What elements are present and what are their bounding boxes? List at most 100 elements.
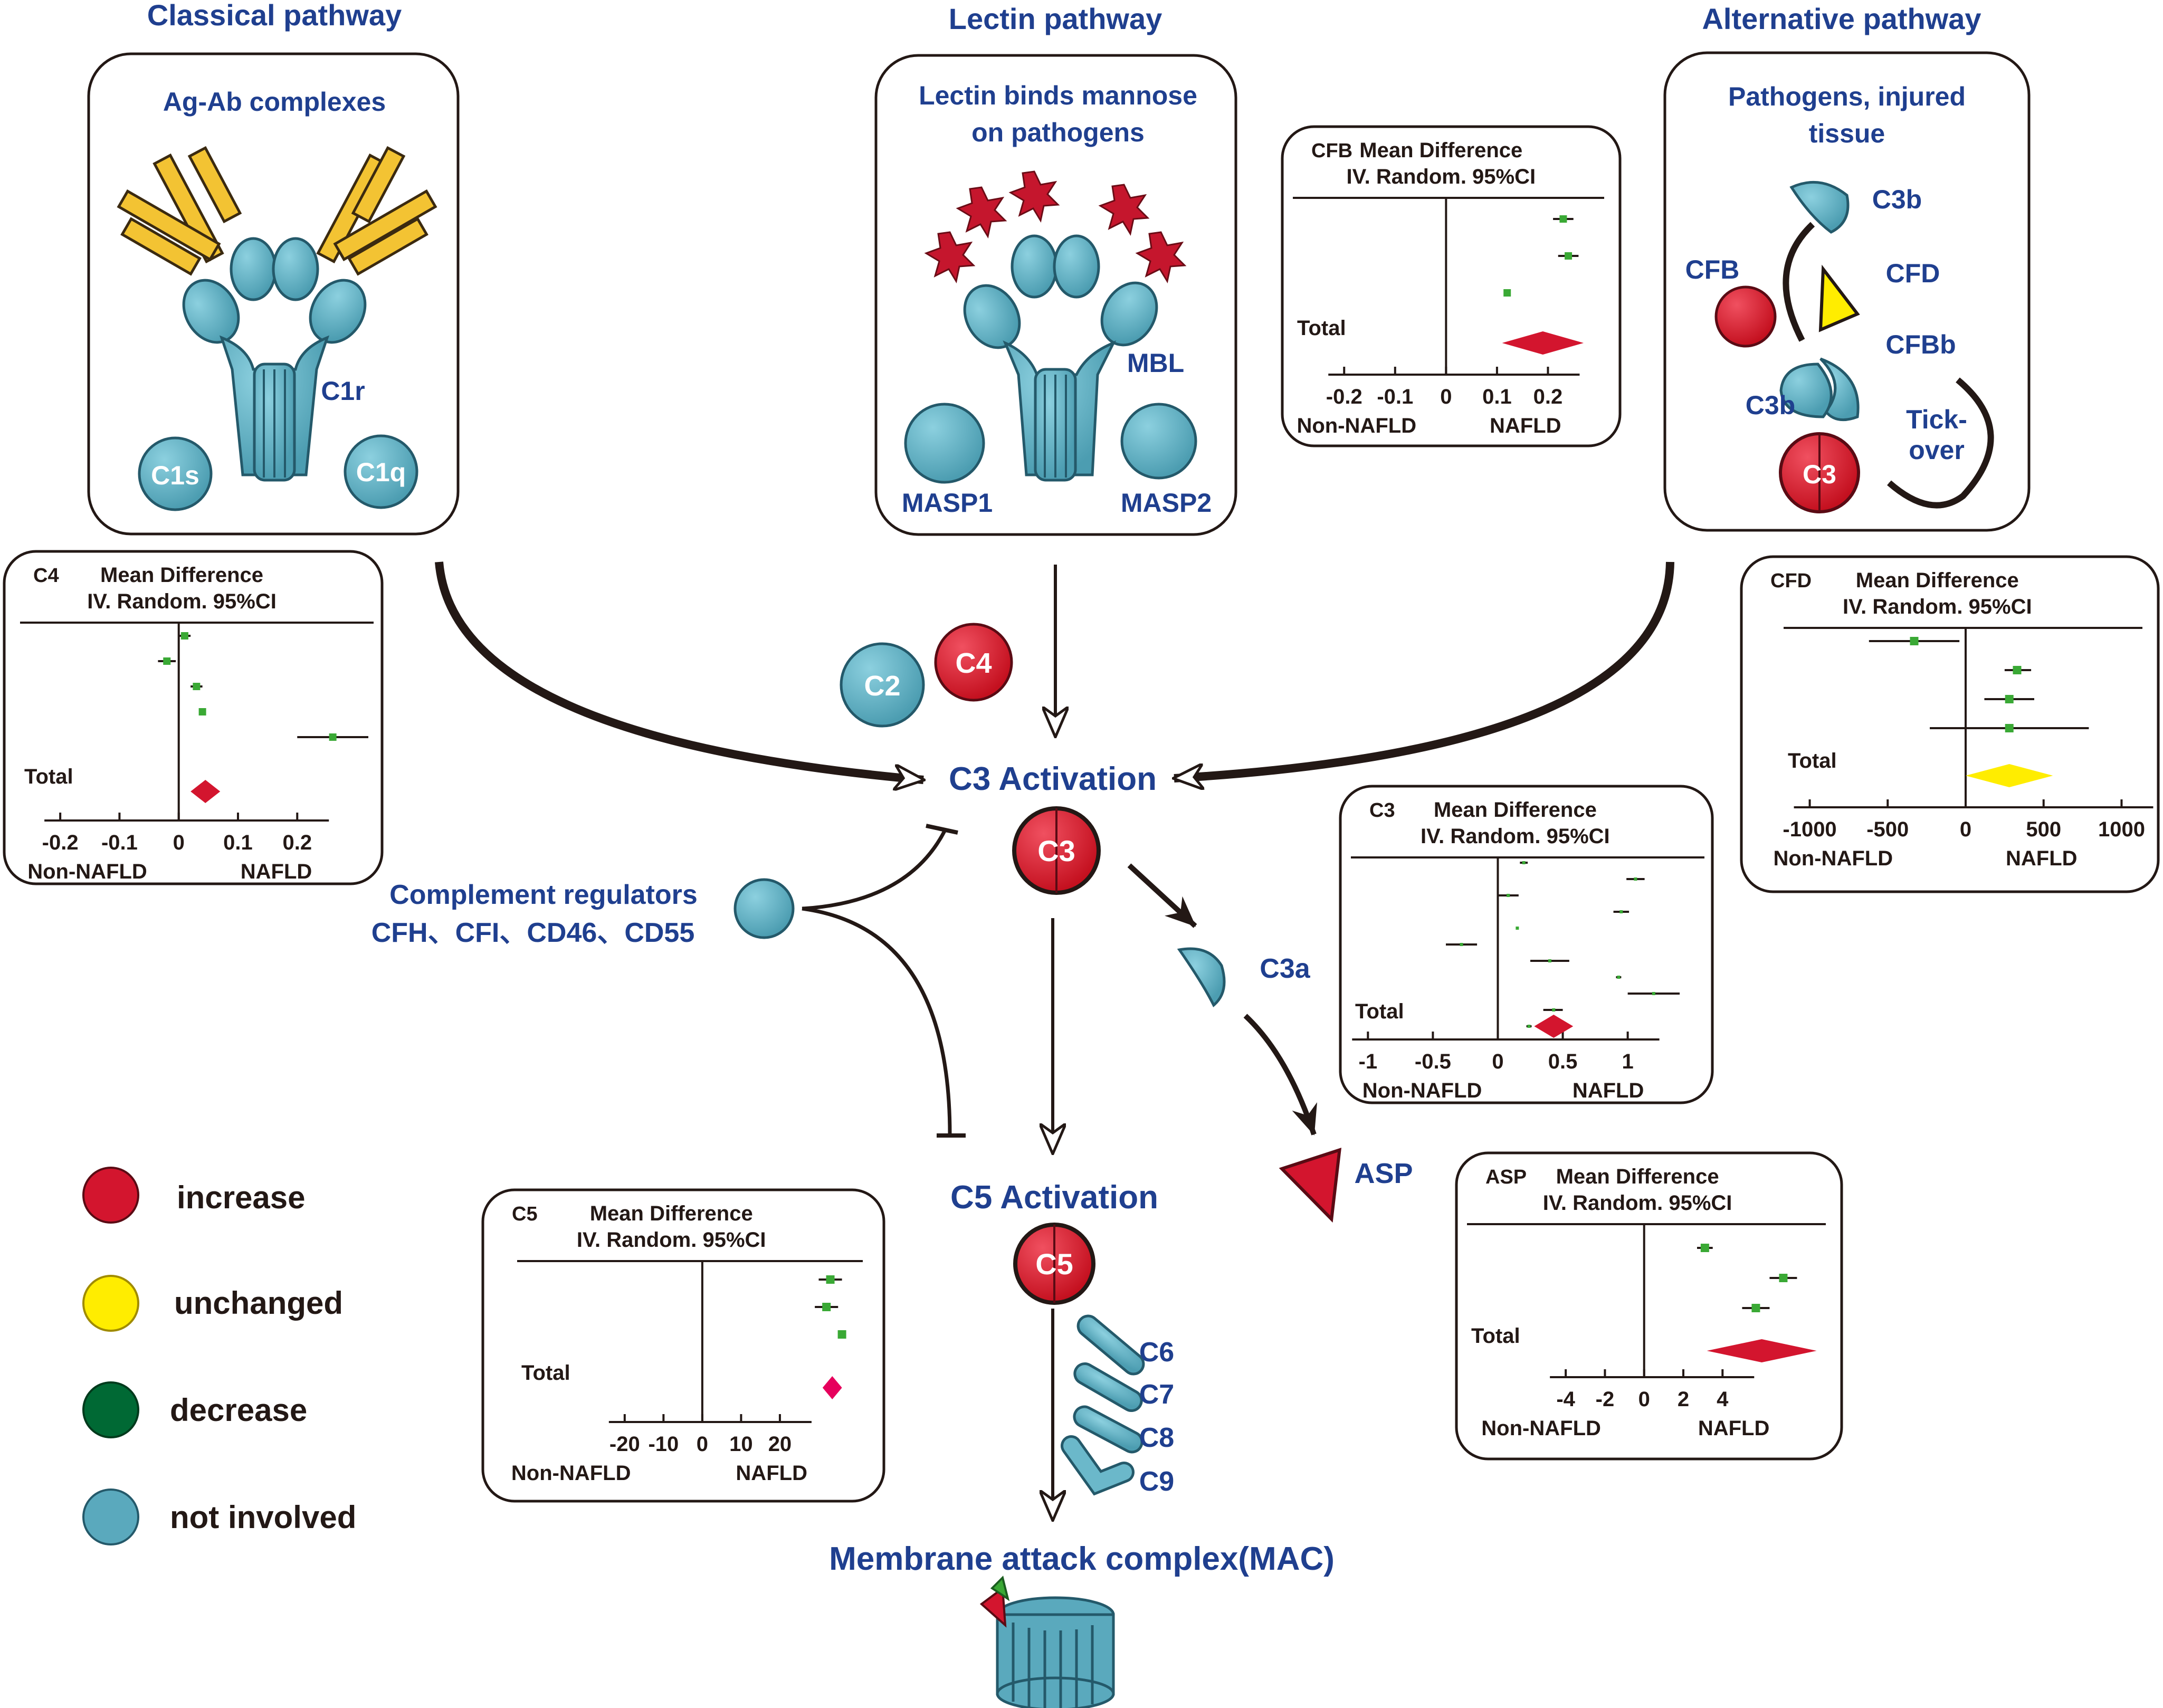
forest-header-line2: IV. Random. 95%CI (1421, 825, 1610, 848)
c3-alt-label: C3 (1803, 460, 1836, 489)
forest-point (180, 632, 188, 640)
cfb-label: CFB (1685, 255, 1740, 284)
forest-plot-title: C4 (33, 565, 59, 587)
forest-total-diamond (1707, 1339, 1817, 1362)
c3b-to-c3bbb-arrow (1783, 222, 1815, 342)
forest-total-label: Total (1297, 317, 1346, 340)
c3-label: C3 (1037, 834, 1075, 867)
forest-header-line1: Mean Difference (590, 1202, 753, 1225)
c4-label: C4 (955, 647, 992, 679)
forest-total-diamond (1534, 1015, 1574, 1038)
forest-point (1527, 1025, 1531, 1028)
c1s-label: C1s (151, 461, 199, 490)
forest-tick-label: 20 (768, 1433, 792, 1456)
forest-header-line2: IV. Random. 95%CI (577, 1228, 766, 1252)
c3-alt-icon: C3 (1779, 432, 1860, 513)
forest-point (1507, 894, 1510, 897)
forest-point (1552, 1008, 1556, 1012)
masp2-label: MASP2 (1121, 488, 1212, 518)
forest-left-label: Non-NAFLD (511, 1462, 631, 1485)
c6-c9-icons (1061, 1314, 1145, 1496)
forest-tick-label: -0.5 (1415, 1050, 1451, 1073)
forest-left-label: Non-NAFLD (1297, 414, 1416, 437)
inhibit-bar-c3 (926, 824, 958, 835)
forest-header-line2: IV. Random. 95%CI (1843, 595, 2032, 618)
c3a-to-asp-arrow (1243, 1014, 1317, 1136)
forest-tick-label: -0.2 (1326, 385, 1362, 408)
forest-tick-label: -500 (1866, 818, 1909, 841)
forest-total-diamond (822, 1376, 842, 1399)
forest-left-label: Non-NAFLD (1773, 847, 1893, 870)
c1q-icon: C1q (344, 434, 418, 509)
legend-swatch (82, 1381, 139, 1438)
forest-tick-label: 0.1 (223, 831, 253, 854)
c3-activation-label: C3 Activation (949, 761, 1157, 797)
c3a-icon (1177, 947, 1226, 1007)
legend-item-not-involved: not involved (82, 1488, 356, 1545)
c6-label: C6 (1139, 1337, 1174, 1368)
c3b-convertase-label: C3b (1746, 390, 1795, 420)
forest-tick-label: 0 (173, 831, 185, 854)
alternative-pathway-title: Alternative pathway (1702, 2, 1981, 35)
c3-icon: C3 (1012, 806, 1101, 895)
cfd-icon (1818, 264, 1860, 332)
masp2-icon (1120, 403, 1197, 480)
forest-tick-label: -4 (1556, 1388, 1575, 1411)
lectin-pathway-panel: Lectin binds mannose on pathogens MBL MA… (874, 54, 1237, 536)
forest-tick-label: 0.2 (1533, 385, 1563, 408)
legend-item-decrease: decrease (82, 1381, 307, 1438)
c1s-icon: C1s (138, 436, 213, 511)
alternative-to-c3-arrow (1174, 561, 1674, 778)
c2-label: C2 (864, 670, 900, 702)
forest-header-line2: IV. Random. 95%CI (87, 590, 277, 613)
classical-to-c3-arrow (435, 561, 923, 780)
c8-label: C8 (1139, 1423, 1174, 1453)
forest-point (198, 708, 206, 715)
c1r-label: C1r (321, 376, 365, 406)
forest-total-label: Total (1471, 1324, 1520, 1348)
c9-label: C9 (1139, 1466, 1174, 1497)
forest-tick-label: -0.1 (1377, 385, 1413, 408)
forest-tick-label: 4 (1717, 1388, 1729, 1411)
cfbb-icon (1819, 357, 1860, 422)
forest-point (1619, 910, 1623, 913)
c5-activation-label: C5 Activation (950, 1179, 1158, 1216)
mbl-label: MBL (1127, 348, 1184, 378)
mac-label: Membrane attack complex(MAC) (829, 1541, 1335, 1577)
forest-total-label: Total (24, 765, 73, 788)
forest-plot-title: CFB (1311, 140, 1352, 162)
forest-plot-title: ASP (1485, 1166, 1527, 1188)
forest-point (837, 1330, 846, 1339)
forest-point (1652, 992, 1655, 995)
forest-tick-label: -0.1 (101, 831, 138, 854)
forest-header-line2: IV. Random. 95%CI (1543, 1191, 1732, 1215)
regulators-label-line2: CFH、CFI、CD46、CD55 (371, 918, 695, 948)
forest-right-label: NAFLD (736, 1462, 807, 1485)
ag-ab-complexes-label: Ag-Ab complexes (163, 87, 386, 117)
c1-complex-icon (182, 237, 367, 482)
forest-point (1522, 861, 1526, 864)
classical-pathway-title: Classical pathway (147, 0, 402, 32)
forest-point (1559, 215, 1567, 223)
forest-header-line1: Mean Difference (1856, 569, 2019, 592)
classical-pathway-panel: Ag-Ab complexes C1r (87, 52, 460, 536)
forest-right-label: NAFLD (241, 860, 312, 883)
forest-left-label: Non-NAFLD (1481, 1417, 1601, 1440)
forest-tick-label: 0 (697, 1433, 708, 1456)
forest-point (163, 657, 171, 665)
regulator-icon (733, 878, 795, 939)
mbl-icon (963, 234, 1158, 482)
forest-total-label: Total (521, 1361, 570, 1385)
forest-plot-title: C3 (1369, 799, 1395, 822)
tick-over-label-line2: over (1909, 435, 1965, 465)
c1q-label: C1q (356, 457, 406, 487)
legend-item-increase: increase (82, 1167, 306, 1224)
c2-icon: C2 (840, 642, 925, 728)
forest-left-label: Non-NAFLD (27, 860, 147, 883)
forest-point (1634, 877, 1637, 881)
cfb-icon (1714, 285, 1777, 348)
lectin-pathway-title: Lectin pathway (949, 2, 1163, 35)
forest-plot-frame (1455, 1151, 1843, 1461)
